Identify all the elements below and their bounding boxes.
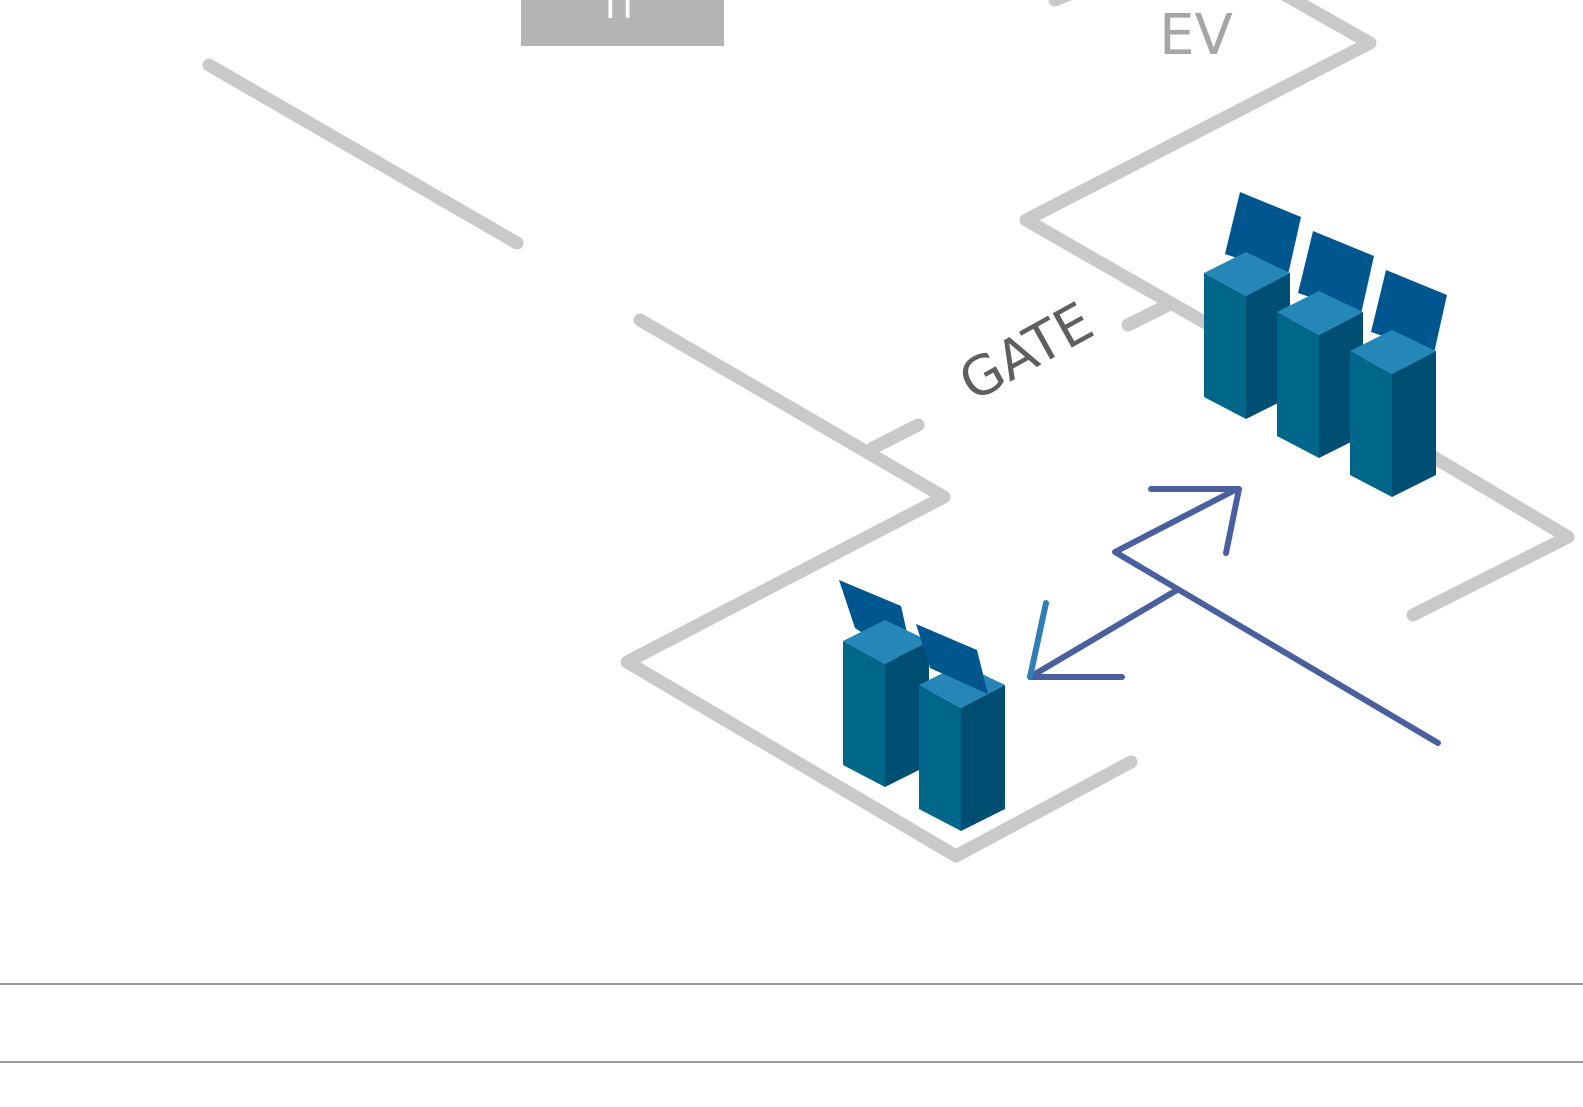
path-segment-gate-stub <box>1121 297 1177 332</box>
it-tag: IT <box>521 0 724 46</box>
gate-label: GATE <box>949 290 1103 414</box>
path-segment-center-zigzag <box>620 313 1138 863</box>
path-network <box>202 0 1575 863</box>
server-side <box>961 685 1005 831</box>
server-front <box>1204 273 1246 419</box>
server-tower-icon <box>839 580 929 787</box>
server-group-upper <box>1204 192 1447 497</box>
server-front <box>919 685 961 831</box>
server-side <box>885 641 929 787</box>
server-side <box>1392 351 1436 497</box>
path-segment-far-right <box>1406 448 1575 622</box>
server-front <box>1277 312 1319 458</box>
server-tower-icon <box>916 624 1005 831</box>
bottom-rules <box>0 983 1583 1063</box>
path-segment-right-zigzag <box>1019 0 1377 337</box>
path-segment-center-stub <box>866 418 925 455</box>
it-tag-background <box>521 0 724 46</box>
server-top <box>1350 330 1436 374</box>
server-tower-icon <box>1277 231 1374 458</box>
server-group-lower <box>839 580 1005 831</box>
server-top <box>843 620 929 664</box>
arrow-head-upper-bar <box>1148 486 1242 556</box>
server-screen <box>916 624 988 694</box>
path-segment-top-left <box>202 58 524 250</box>
server-top <box>1204 252 1290 296</box>
server-top <box>919 664 1005 708</box>
arrow-up-right <box>1112 486 1441 746</box>
arrow-down-left <box>1027 587 1180 680</box>
ev-label: EV <box>1159 3 1233 68</box>
server-front <box>1350 351 1392 497</box>
arrow-head-lower-tip <box>1027 600 1049 680</box>
server-top <box>1277 291 1363 335</box>
it-tag-label: IT <box>605 0 640 27</box>
server-front <box>843 641 885 787</box>
server-tower-icon <box>1350 270 1447 497</box>
exchange-arrows <box>1027 486 1441 746</box>
